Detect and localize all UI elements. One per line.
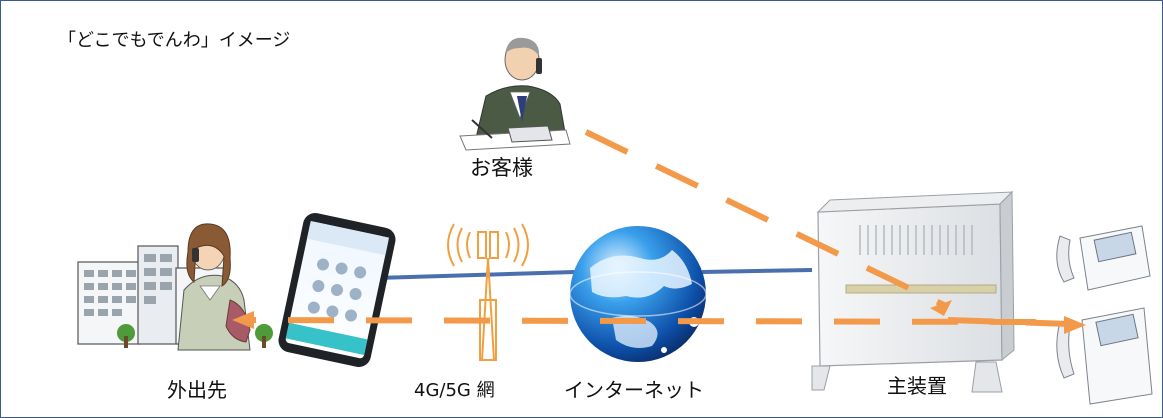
globe-icon — [569, 226, 707, 362]
pbx-label: 主装置 — [887, 374, 947, 398]
smartphone-icon — [278, 213, 396, 367]
data-line-right — [701, 268, 813, 274]
data-line-left — [377, 270, 576, 280]
pbx-unit-icon — [811, 190, 1015, 393]
data-line-group — [377, 268, 813, 280]
diagram-title: 「どこでもでんわ」イメージ — [58, 30, 291, 51]
arrowheads — [232, 300, 1086, 334]
arrowhead-mobile — [232, 311, 254, 329]
arrowhead-phone — [1064, 316, 1086, 334]
office-phone-icon — [1056, 225, 1151, 291]
office-phone-icon — [1056, 307, 1153, 405]
mobile-network-label: 4G/5G 網 — [414, 380, 495, 401]
customer-label: お客様 — [470, 156, 533, 180]
call-path-pbx-to-phone — [947, 317, 1071, 327]
internet-label: インターネット — [564, 378, 704, 402]
antenna-tower-icon — [447, 223, 529, 361]
businessman-on-phone-icon — [459, 37, 571, 151]
woman-on-phone-icon — [177, 223, 251, 351]
call-path-customer-to-pbx — [584, 129, 950, 310]
arrowhead-pbx — [930, 300, 952, 316]
call-path-pbx-to-mobile — [239, 317, 1037, 325]
outside-location-label: 外出先 — [167, 378, 227, 402]
call-path-group — [239, 129, 1071, 327]
